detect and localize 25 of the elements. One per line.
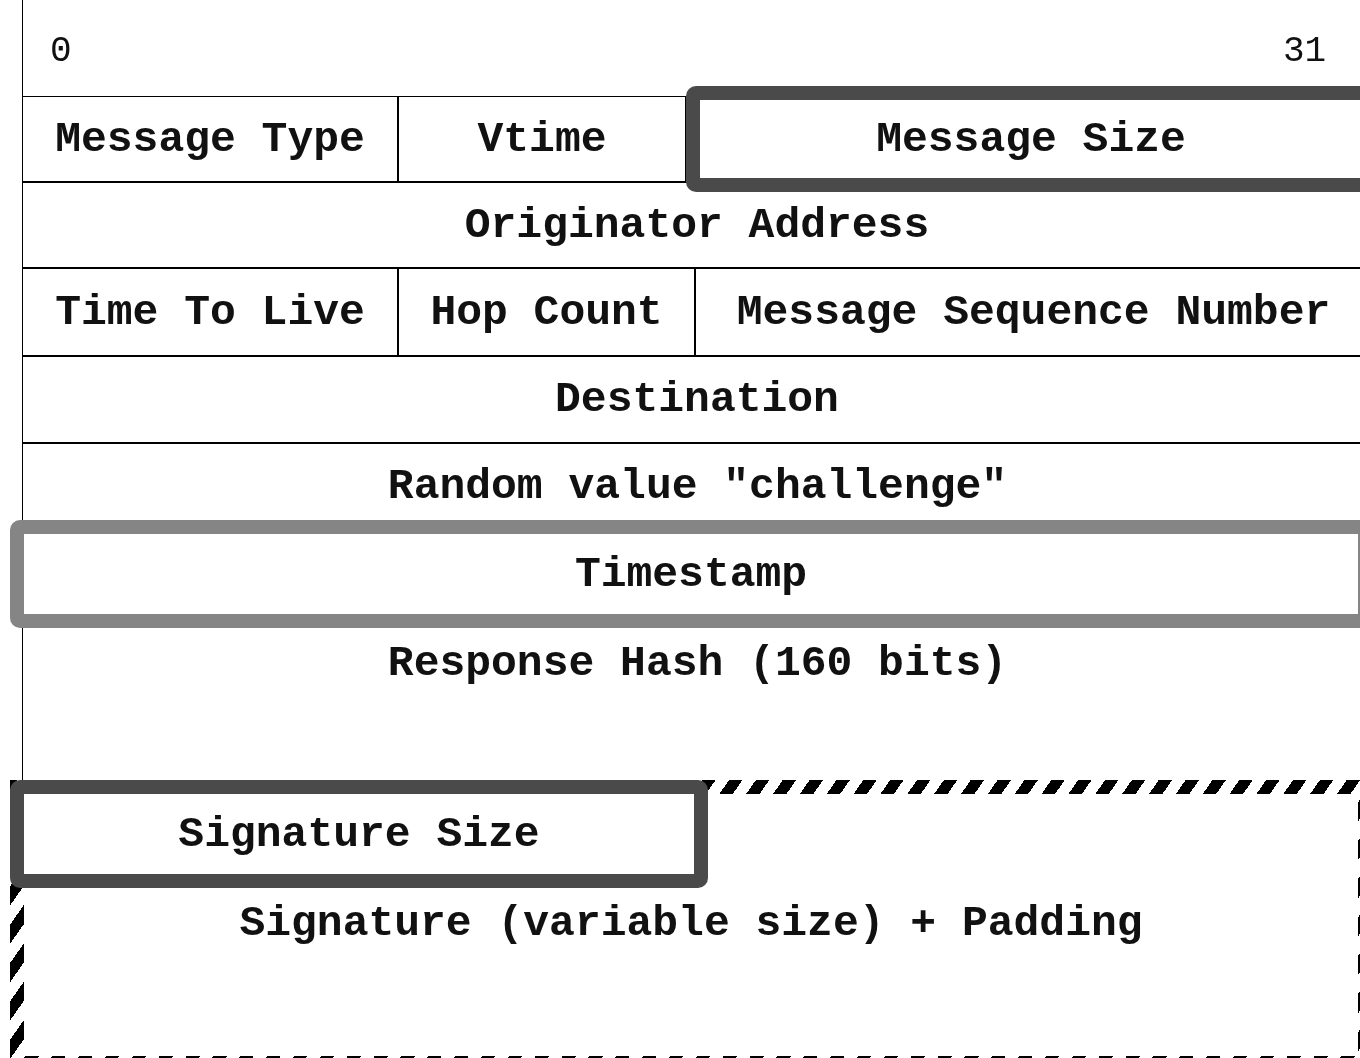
highlighted-field xyxy=(10,780,708,888)
field-label: Originator Address xyxy=(464,203,930,247)
field-label: Timestamp xyxy=(574,552,808,596)
field-cell xyxy=(22,356,1360,443)
bit-index: 0 xyxy=(50,34,72,70)
highlighted-field xyxy=(686,86,1360,192)
field-label: Message Type xyxy=(55,117,365,161)
field-cell xyxy=(398,268,695,356)
field-label: Destination xyxy=(555,378,839,421)
highlighted-field xyxy=(10,520,1360,628)
field-label: Message Size xyxy=(876,117,1186,161)
bit-index: 31 xyxy=(1283,34,1327,70)
hatched-field xyxy=(10,780,1360,1058)
field-label: Signature (variable size) + Padding xyxy=(239,902,1143,945)
field-label: Time To Live xyxy=(55,290,365,334)
field-label: Vtime xyxy=(477,117,607,161)
field-cell xyxy=(695,268,1360,356)
field-cell xyxy=(22,96,398,182)
field-cell xyxy=(398,96,686,182)
field-label: Response Hash (160 bits) xyxy=(387,642,1008,685)
field-label: Random value "challenge" xyxy=(387,464,1008,508)
field-cell xyxy=(22,268,398,356)
field-label: Message Sequence Number xyxy=(736,290,1331,334)
field-label: Hop Count xyxy=(430,290,663,334)
field-label: Signature Size xyxy=(178,812,540,856)
